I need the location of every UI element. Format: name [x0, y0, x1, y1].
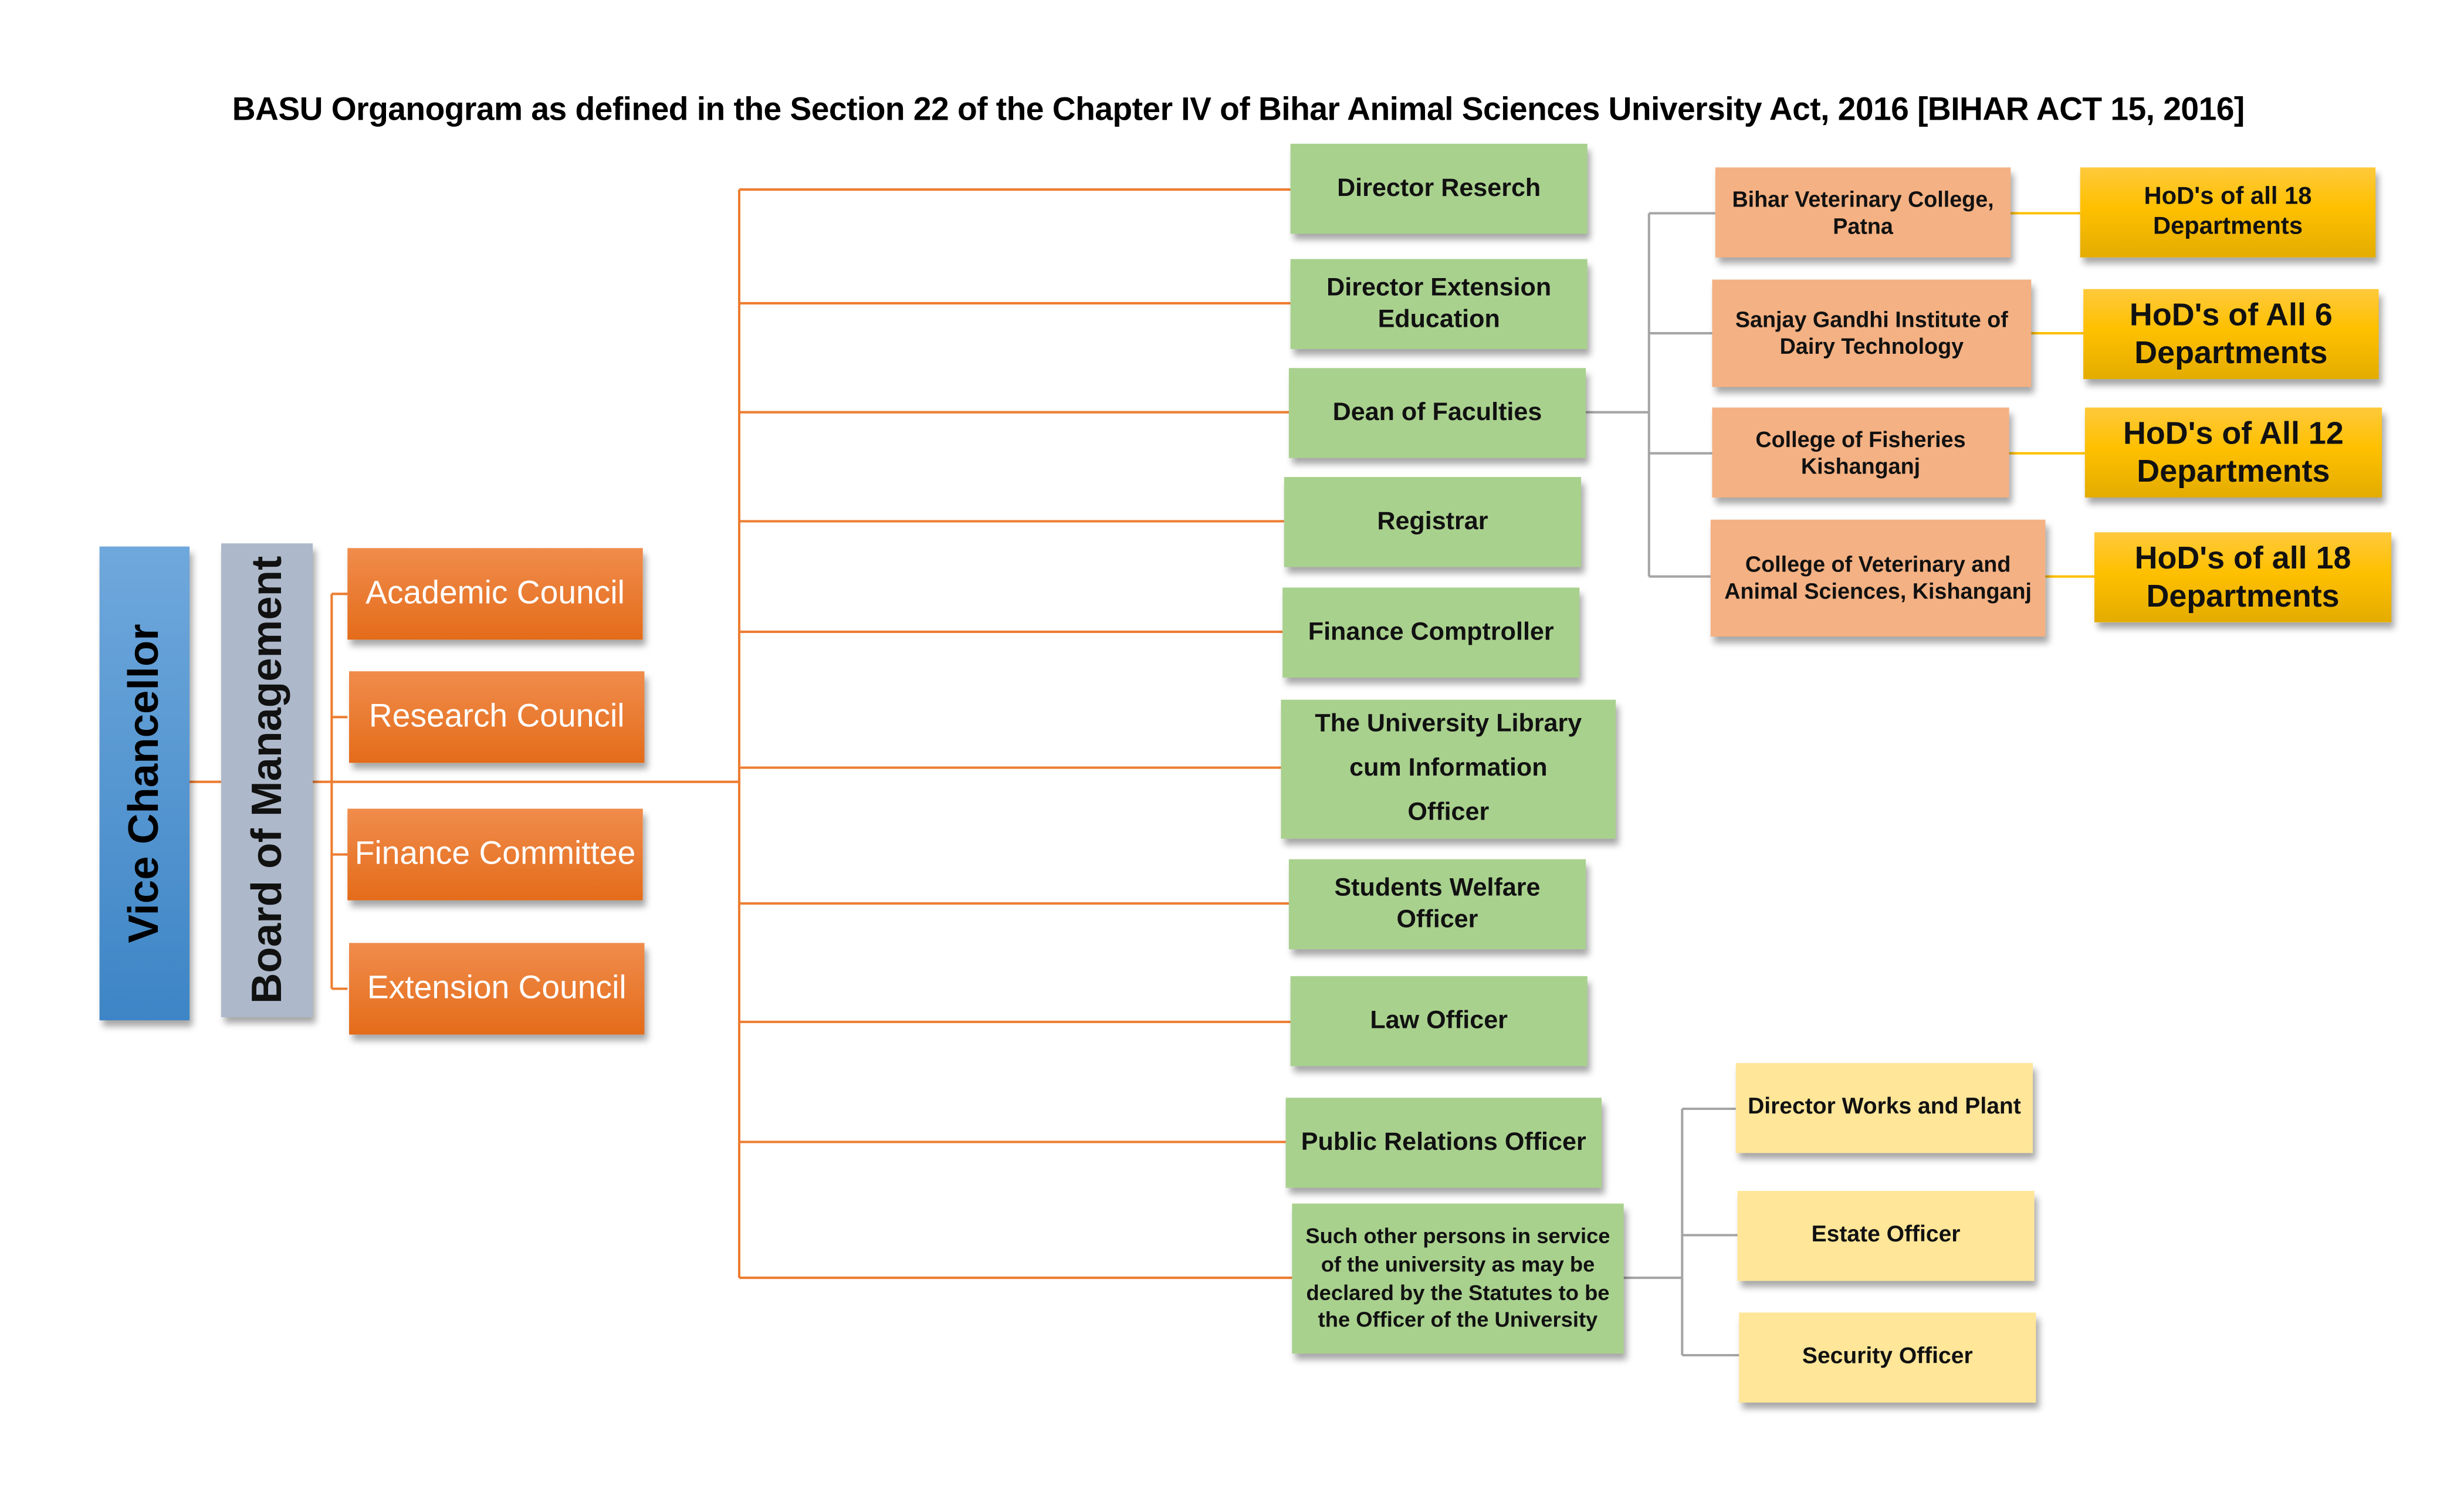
officer-dean-of-faculties: Dean of Faculties: [1288, 368, 1586, 458]
officer-finance-comptroller: Finance Comptroller: [1282, 587, 1580, 678]
other-security-officer: Security Officer: [1739, 1312, 2036, 1403]
officer-director-extension: Director Extension Education: [1290, 259, 1588, 349]
hod-fisheries: HoD's of All 12 Departments: [2084, 407, 2382, 498]
page-title: BASU Organogram as defined in the Sectio…: [232, 92, 2245, 128]
board-of-management-box: Board of Management: [221, 543, 313, 1017]
vice-chancellor-box: Vice Chancellor: [99, 546, 190, 1021]
vice-chancellor-label: Vice Chancellor: [120, 624, 168, 943]
extension-council-box: Extension Council: [348, 943, 645, 1035]
college-veterinary-animal-sciences: College of Veterinary and Animal Science…: [1710, 519, 2046, 637]
other-director-works: Director Works and Plant: [1735, 1062, 2033, 1153]
research-council-box: Research Council: [348, 671, 645, 763]
hod-bihar-veterinary: HoD's of all 18 Departments: [2080, 167, 2376, 258]
finance-committee-box: Finance Committee: [347, 808, 643, 901]
hod-sanjay-gandhi: HoD's of All 6 Departments: [2083, 289, 2379, 380]
college-sanjay-gandhi-dairy: Sanjay Gandhi Institute of Dairy Technol…: [1712, 279, 2032, 387]
officer-law: Law Officer: [1290, 976, 1588, 1067]
officer-director-research: Director Reserch: [1290, 143, 1588, 234]
hod-veterinary-animal-sciences: HoD's of all 18 Departments: [2094, 532, 2392, 622]
officer-registrar: Registrar: [1284, 477, 1581, 567]
academic-council-box: Academic Council: [347, 548, 643, 640]
officer-students-welfare: Students Welfare Officer: [1288, 859, 1586, 950]
other-estate-officer: Estate Officer: [1737, 1190, 2035, 1281]
officer-such-other-persons: Such other persons in service of the uni…: [1292, 1203, 1624, 1354]
college-fisheries: College of Fisheries Kishanganj: [1712, 407, 2009, 498]
officer-public-relations: Public Relations Officer: [1285, 1098, 1602, 1188]
officer-university-library: The University Library cum Information O…: [1281, 699, 1616, 839]
college-bihar-veterinary: Bihar Veterinary College, Patna: [1715, 167, 2011, 258]
board-label: Board of Management: [243, 556, 290, 1004]
